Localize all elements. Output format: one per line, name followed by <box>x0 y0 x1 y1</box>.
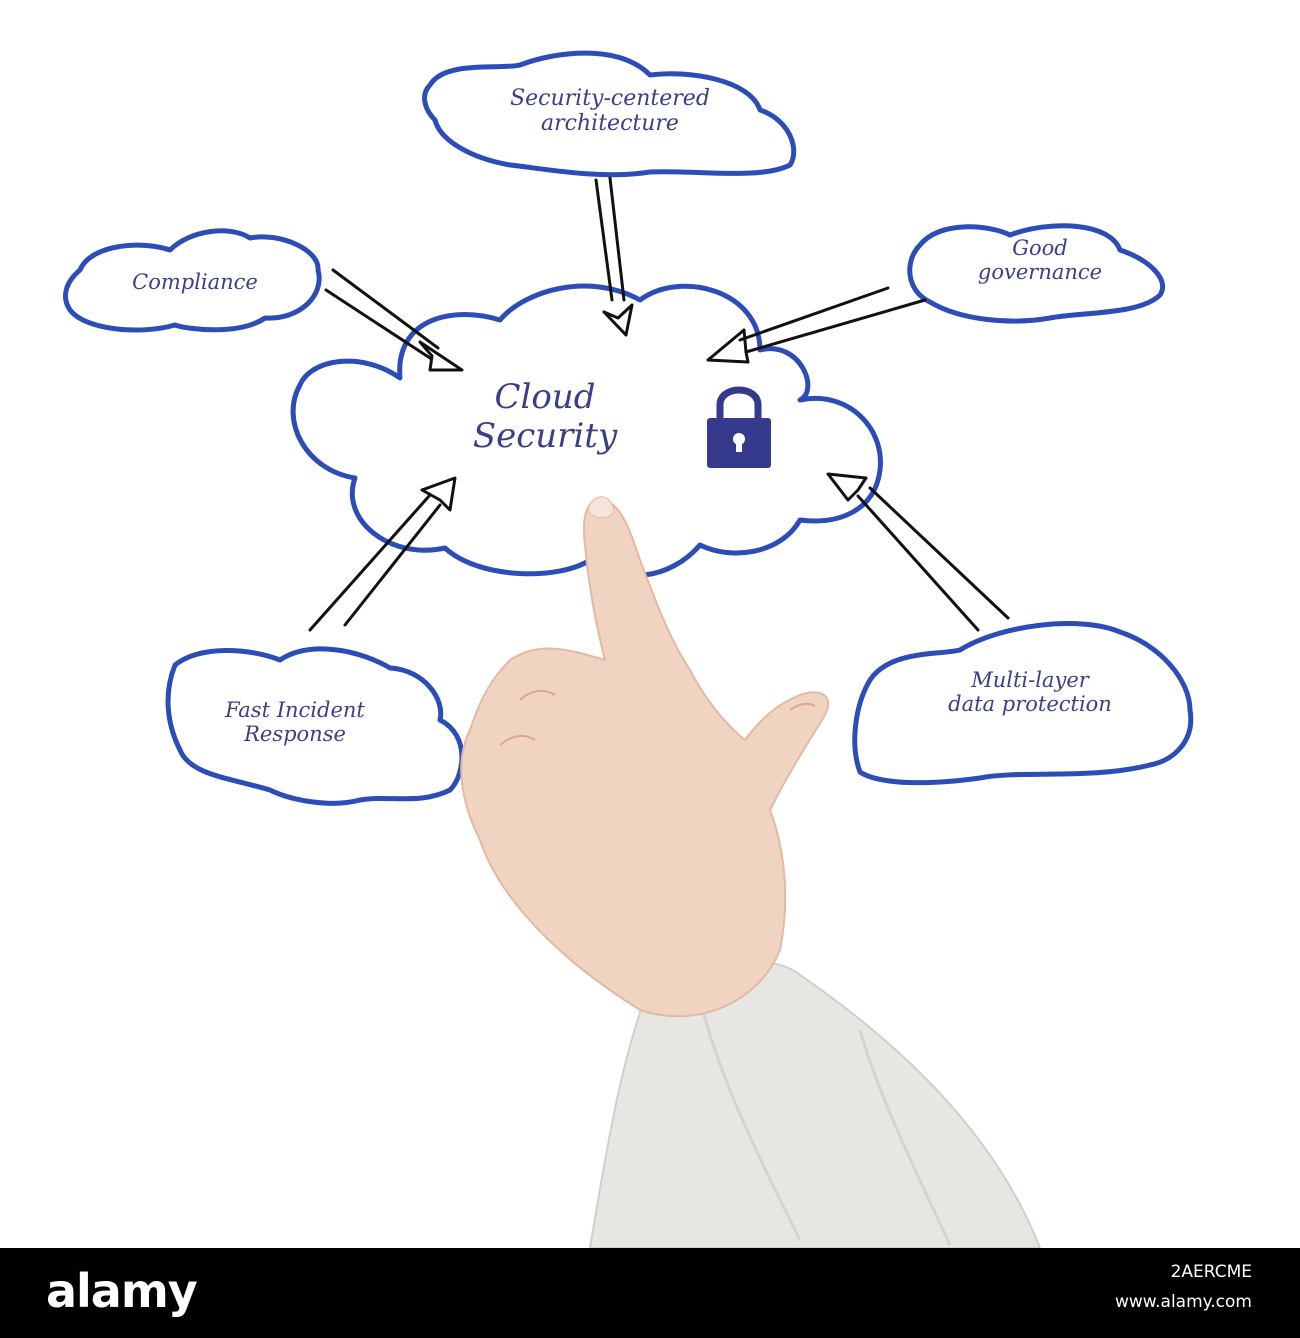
node-bottom-right-line1: Multi-layer <box>971 668 1089 692</box>
padlock-icon <box>707 386 771 468</box>
node-right-label: Good governance <box>920 236 1160 284</box>
image-id: 2AERCME <box>1170 1262 1252 1282</box>
arrow-from-architecture <box>594 176 634 337</box>
node-left-label: Compliance <box>80 270 310 294</box>
center-label: Cloud Security <box>410 377 680 457</box>
center-label-line2: Security <box>472 416 618 457</box>
alamy-logo: alamy <box>46 1264 198 1318</box>
node-bottom-left-line1: Fast Incident <box>225 698 365 722</box>
diagram-canvas <box>63 50 1194 1249</box>
watermark-bar: alamy 2AERCME www.alamy.com <box>0 1248 1300 1338</box>
cloud-security-architecture <box>422 50 797 178</box>
node-top-label: Security-centered architecture <box>440 86 780 137</box>
arrow-from-data-protection <box>826 472 1010 632</box>
site-url: www.alamy.com <box>1114 1292 1252 1312</box>
node-bottom-left-label: Fast Incident Response <box>170 698 420 746</box>
node-left-line1: Compliance <box>132 270 258 294</box>
node-top-line1: Security-centered <box>510 86 710 111</box>
cloud-multi-layer-protection <box>852 621 1194 786</box>
node-top-line2: architecture <box>541 111 679 137</box>
arrow-from-governance <box>706 286 927 364</box>
arrow-from-incident-response <box>308 476 457 632</box>
node-bottom-right-line2: data protection <box>948 692 1112 717</box>
central-cloud <box>290 283 883 579</box>
cloud-fast-incident-response <box>165 646 465 806</box>
cloud-security-diagram: Cloud Security Security-centered archite… <box>63 50 1194 1249</box>
cloud-compliance <box>63 228 322 333</box>
node-right-line2: governance <box>977 260 1103 285</box>
center-label-line1: Cloud <box>494 377 596 417</box>
node-right-line1: Good <box>1012 236 1068 260</box>
node-bottom-right-label: Multi-layer data protection <box>880 668 1180 716</box>
arrow-from-compliance <box>324 268 464 372</box>
pointing-hand <box>460 496 1042 1249</box>
cloud-good-governance <box>907 223 1165 324</box>
node-bottom-left-line2: Response <box>244 722 346 747</box>
